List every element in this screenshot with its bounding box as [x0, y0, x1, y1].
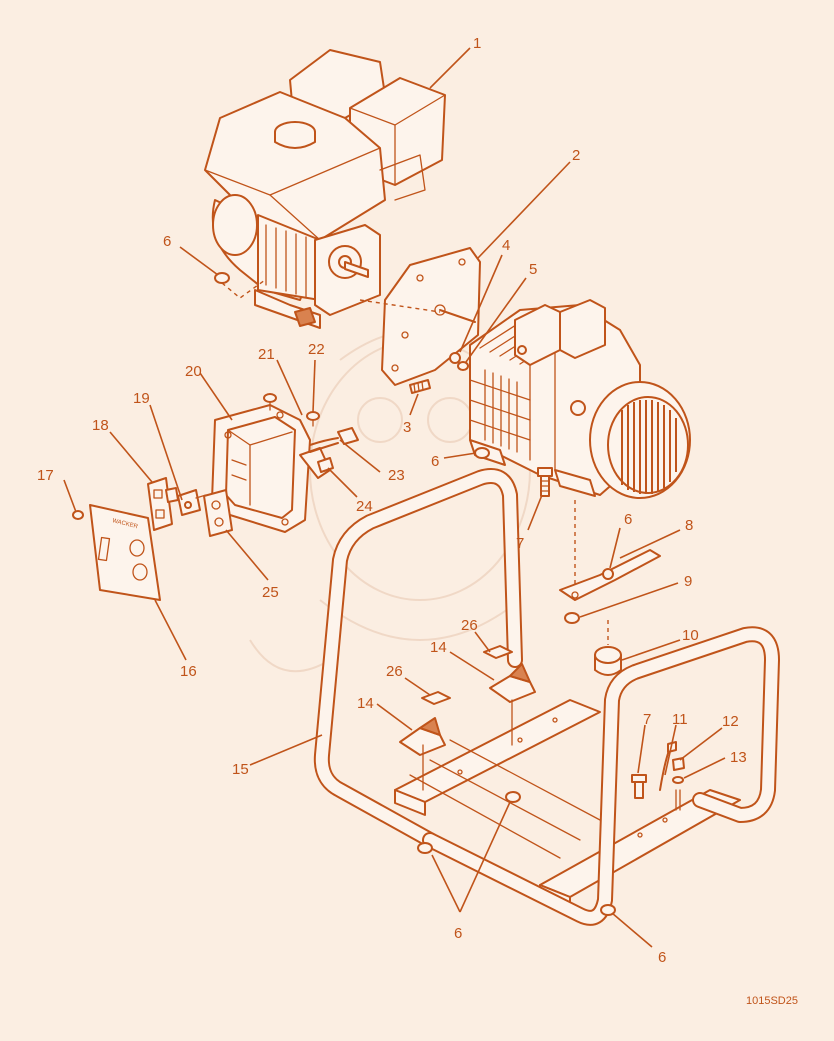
callout-7-generator: 7: [516, 535, 524, 552]
generator: [469, 299, 691, 499]
callout-13: 13: [730, 749, 747, 766]
callout-14-right: 14: [430, 639, 447, 656]
bolt-7-lower: [631, 774, 647, 799]
callout-6-frame: 6: [454, 925, 462, 942]
nut-6-frame-left: [417, 842, 433, 854]
callout-17: 17: [37, 467, 54, 484]
bolt-7-upper: [537, 467, 553, 497]
ground-terminal-12: [672, 757, 685, 771]
callout-12: 12: [722, 713, 739, 730]
adapter-plate: [381, 247, 481, 386]
circuit-breaker-19: [177, 489, 207, 516]
callout-24: 24: [356, 498, 373, 515]
callout-22: 22: [308, 341, 325, 358]
callout-4: 4: [502, 237, 510, 254]
stud-bolt: [409, 379, 431, 394]
callout-6-bracket: 6: [624, 511, 632, 528]
callout-19: 19: [133, 390, 150, 407]
mount-14-left: [399, 717, 446, 791]
nut-6-engine: [214, 272, 266, 299]
callout-26-right: 26: [461, 617, 478, 634]
receptacle-25: [203, 489, 233, 537]
callout-9: 9: [684, 573, 692, 590]
callout-15: 15: [232, 761, 249, 778]
cooling-grille: [621, 400, 677, 494]
receptacle-18: [147, 477, 179, 531]
callout-5: 5: [529, 261, 537, 278]
nut-6-frame-right: [600, 904, 616, 916]
callout-6-generator: 6: [431, 453, 439, 470]
washer-13: [672, 776, 684, 811]
face-plate-16: WACKER: [89, 504, 161, 601]
callout-14-left: 14: [357, 695, 374, 712]
nut-6-generator: [474, 447, 490, 459]
callout-25: 25: [262, 584, 279, 601]
callout-26-left: 26: [386, 663, 403, 680]
pad-26-right: [483, 645, 513, 659]
callout-6-engine: 6: [163, 233, 171, 250]
callout-7-ground: 7: [643, 711, 651, 728]
nut-6-frame-mid: [505, 791, 521, 803]
callout-20: 20: [185, 363, 202, 380]
drawing-code: 1015SD25: [746, 995, 798, 1007]
callout-11: 11: [672, 711, 688, 728]
callout-16: 16: [180, 663, 197, 680]
pad-26-left: [421, 691, 451, 705]
mount-bracket-8: [559, 549, 661, 601]
control-box: [211, 404, 331, 533]
callout-10: 10: [682, 627, 699, 644]
washer-nut: [449, 352, 469, 371]
callout-8: 8: [685, 517, 693, 534]
nut-9: [564, 612, 580, 624]
tube-frame-15: [313, 468, 780, 926]
callout-21: 21: [258, 346, 275, 363]
mount-14-right: [489, 663, 536, 746]
callout-6-frame-right: 6: [658, 949, 666, 966]
callout-1: 1: [473, 35, 481, 52]
screw-17: [72, 510, 84, 520]
callout-3: 3: [403, 419, 411, 436]
assembly-line-adapter: [359, 299, 441, 313]
callout-labels: 1 2 3 4 5 6 6 6 6 6 7 7 8 9 10 11 12 13 …: [37, 35, 747, 966]
leader-lines: [63, 47, 726, 948]
engine: [204, 49, 446, 329]
rubber-isolator-10: [594, 646, 622, 676]
callout-18: 18: [92, 417, 109, 434]
callout-23: 23: [388, 467, 405, 484]
screw-21: [263, 393, 277, 411]
callout-2: 2: [572, 147, 580, 164]
